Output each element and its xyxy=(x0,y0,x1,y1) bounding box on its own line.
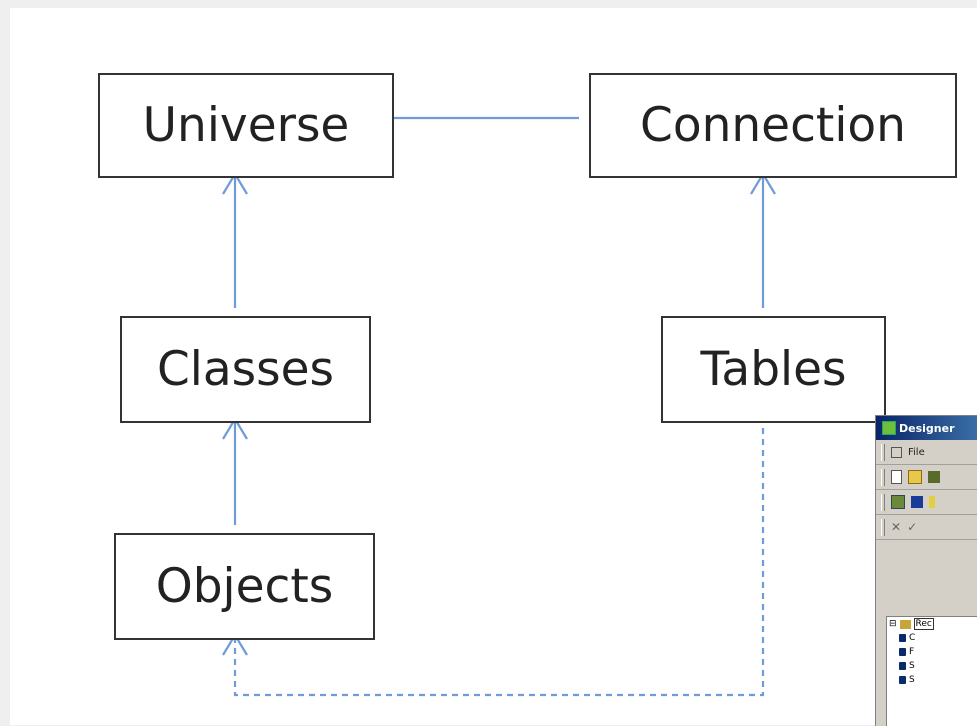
save-icon[interactable] xyxy=(928,471,940,483)
window-menu-icon[interactable] xyxy=(891,446,902,458)
node-connection: Connection xyxy=(589,73,957,178)
tree-root-label: Rec xyxy=(913,618,934,630)
designer-app-icon xyxy=(882,421,896,435)
open-folder-icon[interactable] xyxy=(908,470,922,484)
toolbar-grip[interactable] xyxy=(881,443,885,461)
designer-universe-tree: ⊟ Rec C F S S xyxy=(886,616,977,726)
tree-item[interactable]: S xyxy=(887,659,977,673)
tree-item-label: S xyxy=(909,675,915,685)
node-universe-label: Universe xyxy=(142,98,350,153)
universe-folder-icon xyxy=(899,619,911,629)
edge-tables-objects-dashed xyxy=(233,417,765,697)
toolbar-grip[interactable] xyxy=(881,468,885,486)
menu-file[interactable]: File xyxy=(908,446,925,458)
node-classes: Classes xyxy=(120,316,371,423)
accept-icon[interactable]: ✓ xyxy=(907,520,918,534)
collapse-icon[interactable]: ⊟ xyxy=(889,619,897,629)
cancel-icon[interactable]: ✕ xyxy=(891,520,902,534)
tree-item[interactable]: S xyxy=(887,673,977,687)
filter-icon[interactable] xyxy=(929,496,935,508)
designer-toolbar-editing xyxy=(876,490,977,515)
designer-toolbar-standard xyxy=(876,465,977,490)
designer-formula-bar: ✕ ✓ xyxy=(876,515,977,540)
designer-title-bar: Designer xyxy=(876,416,977,440)
node-objects-label: Objects xyxy=(155,559,334,614)
designer-window-thumbnail: Designer File ✕ ✓ ⊟ Rec C F S S xyxy=(875,415,977,726)
tree-item-label: S xyxy=(909,661,915,671)
node-tables: Tables xyxy=(661,316,886,423)
tree-item[interactable]: F xyxy=(887,645,977,659)
node-tables-label: Tables xyxy=(700,342,847,397)
designer-menu-bar: File xyxy=(876,440,977,465)
tree-item-label: F xyxy=(909,647,915,657)
toolbar-grip[interactable] xyxy=(881,518,885,536)
class-icon xyxy=(899,648,906,656)
class-icon xyxy=(899,662,906,670)
tree-item[interactable]: C xyxy=(887,631,977,645)
insert-object-icon[interactable] xyxy=(911,496,923,508)
tree-root[interactable]: ⊟ Rec xyxy=(887,617,977,631)
node-universe: Universe xyxy=(98,73,394,178)
diagram-canvas: Universe Connection Classes Tables Objec… xyxy=(10,8,977,725)
class-icon xyxy=(899,676,906,684)
toolbar-grip[interactable] xyxy=(881,493,885,511)
node-objects: Objects xyxy=(114,533,375,640)
node-classes-label: Classes xyxy=(156,342,335,397)
node-connection-label: Connection xyxy=(640,98,906,153)
tree-item-label: C xyxy=(909,633,916,643)
class-icon xyxy=(899,634,906,642)
designer-title: Designer xyxy=(899,421,955,435)
insert-table-icon[interactable] xyxy=(891,495,905,509)
new-file-icon[interactable] xyxy=(891,470,902,484)
